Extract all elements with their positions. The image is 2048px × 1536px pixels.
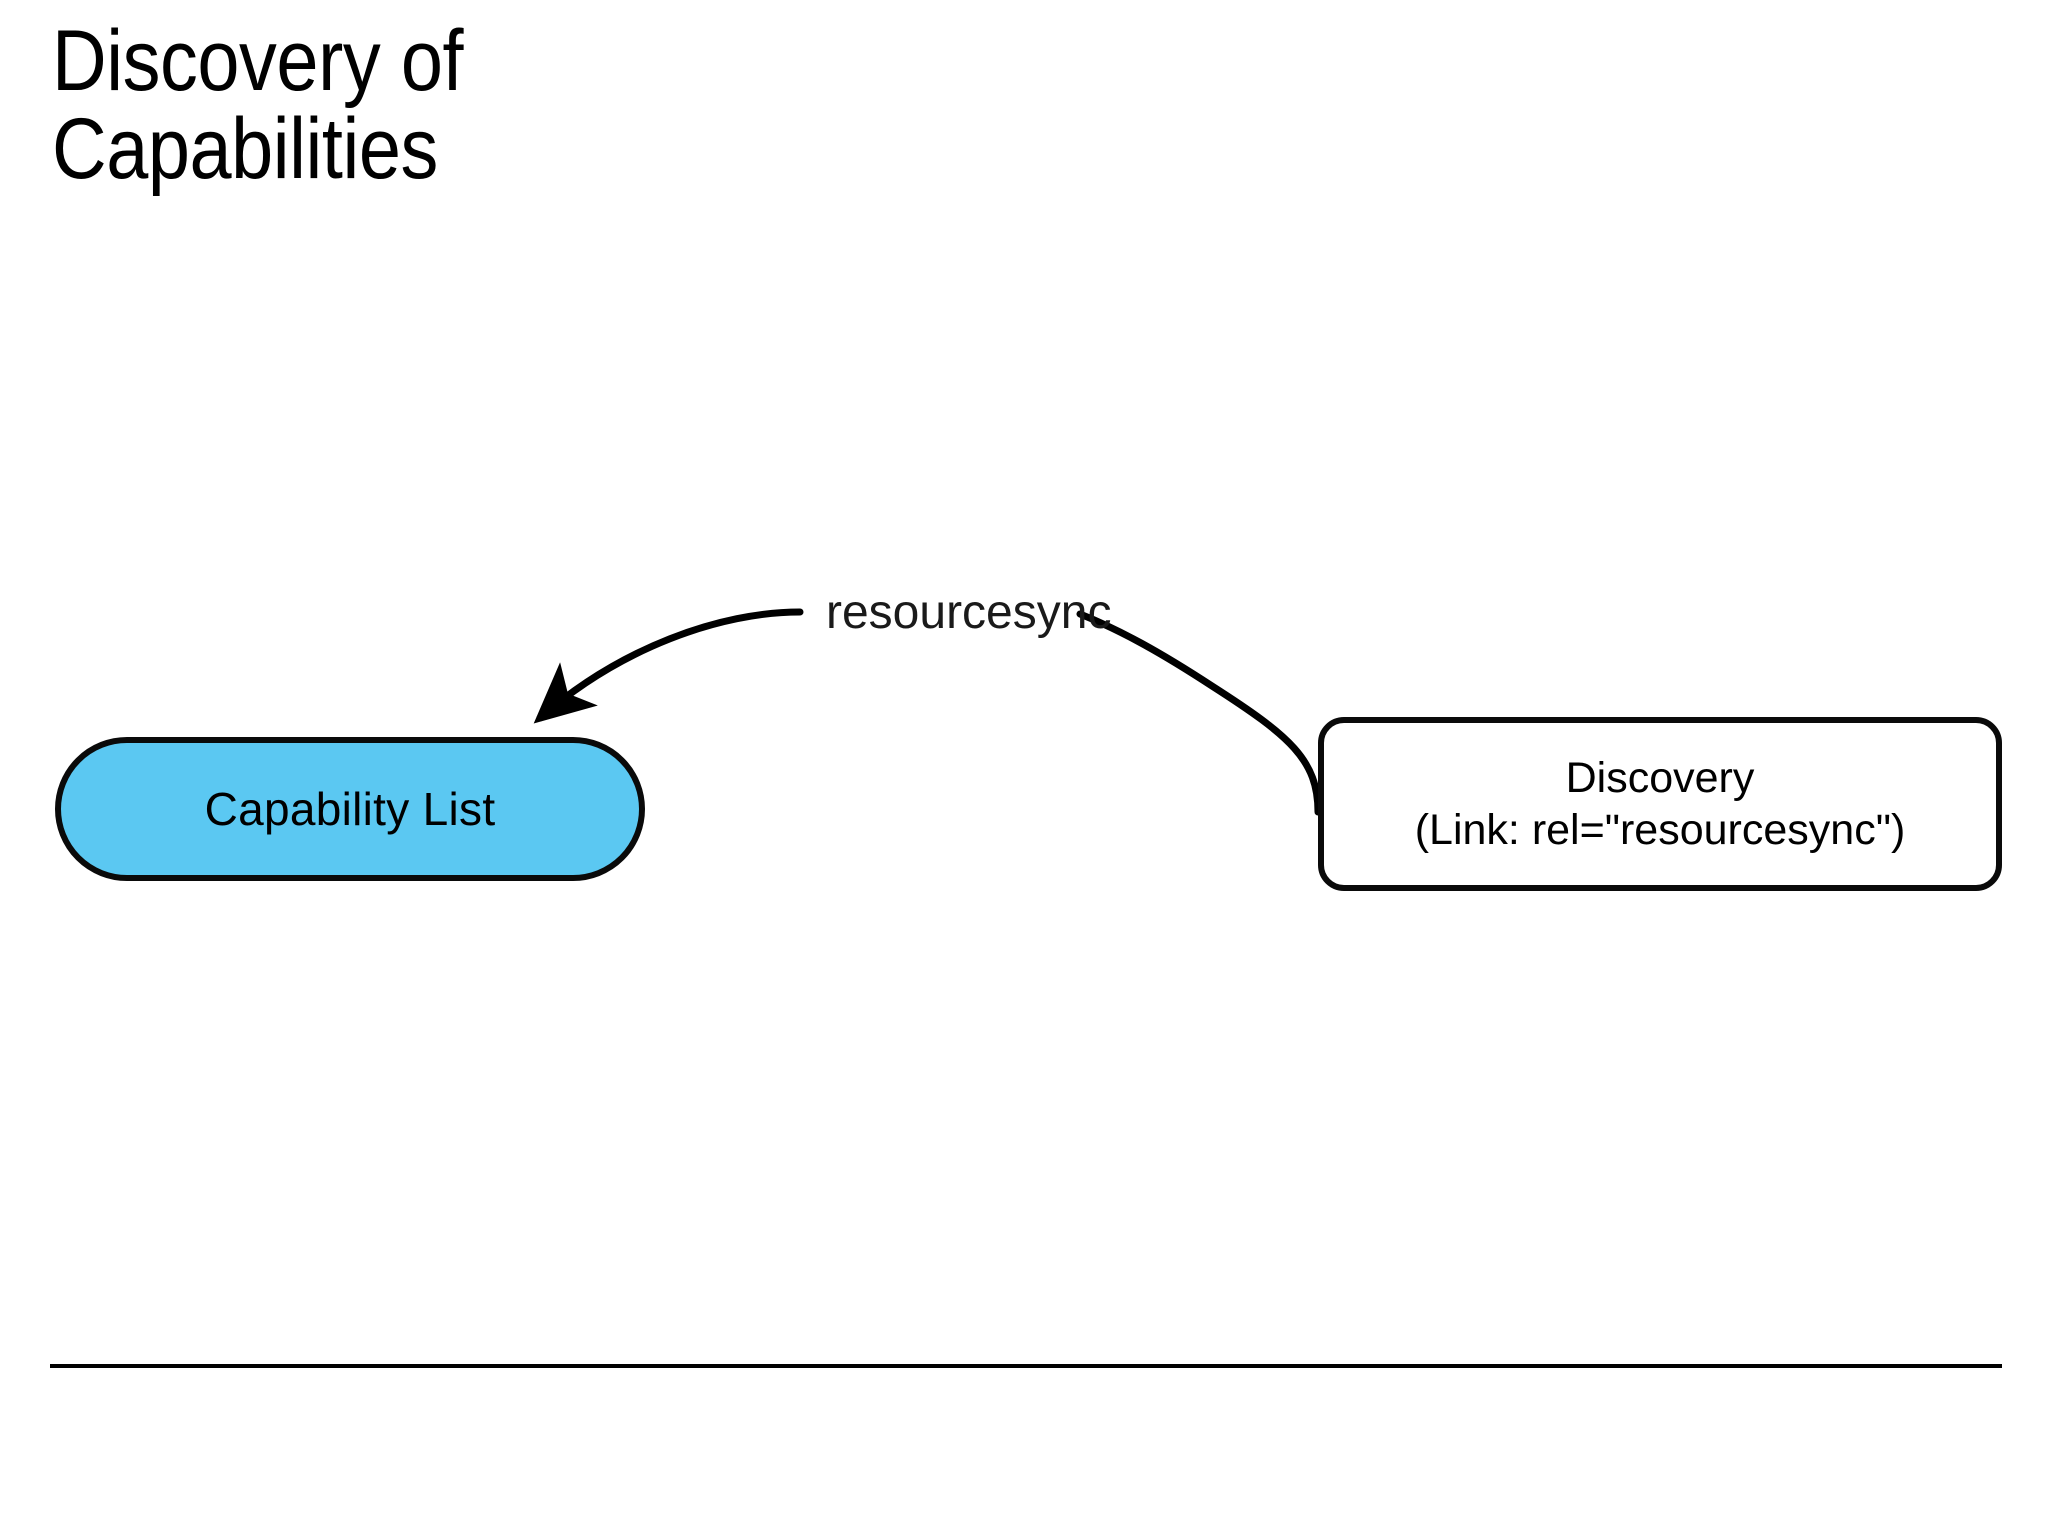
edge-path-label-to-capability-list — [533, 608, 804, 724]
footer-divider — [50, 1364, 2002, 1368]
diagram-edges-layer — [533, 608, 1322, 816]
node-discovery[interactable] — [1318, 717, 2002, 891]
slide-footer: OPEN ARCHIVES NISO How the information w… — [0, 1368, 2048, 1536]
edge-path-discovery-to-capability-list — [1076, 610, 1322, 816]
page-title: Discovery of Capabilities — [52, 13, 464, 197]
node-capability-list[interactable] — [55, 737, 645, 881]
capability-discovery-diagram: Capability List Discovery (Link: rel="re… — [55, 586, 2002, 891]
edge-label-resourcesync: resourcesync — [826, 586, 1112, 639]
